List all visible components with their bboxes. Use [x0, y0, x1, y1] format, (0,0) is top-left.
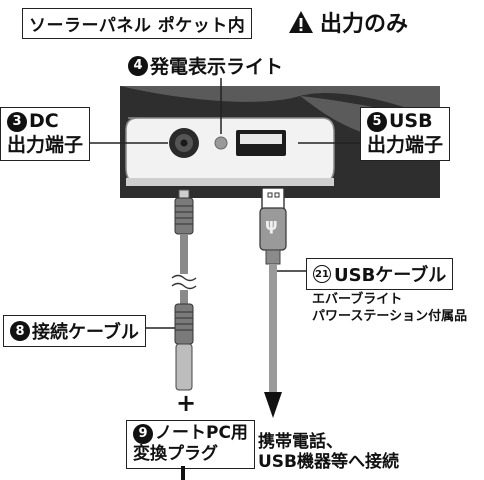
number-badge: 5	[367, 111, 387, 132]
number-badge: 9	[133, 423, 153, 444]
dc-jack	[169, 128, 199, 158]
arrow-down-icon	[181, 466, 185, 480]
connect-cable-text: 接続ケーブル	[32, 322, 139, 343]
dc-label-line2: 出力端子	[7, 133, 84, 156]
usb-cable-note: エバーブライト パワーステーション付属品	[312, 292, 467, 326]
pocket-location-label: ソーラーパネル ポケット内	[22, 8, 253, 39]
plug-label-line1: ノートPC用	[155, 423, 248, 443]
usb-port	[236, 130, 286, 156]
usb-cable-note-line2: パワーステーション付属品	[312, 308, 468, 324]
usb-symbol-icon: ψ	[265, 215, 278, 234]
number-badge: 4	[128, 55, 148, 76]
usb-cable-label: 21 USBケーブル	[306, 258, 454, 290]
warning-group: 出力のみ	[288, 6, 408, 38]
usb-label-line2: 出力端子	[367, 133, 444, 156]
warning-text: 出力のみ	[320, 12, 409, 37]
number-badge: 21	[313, 265, 331, 283]
led-label: 発電表示ライト	[150, 56, 284, 78]
usb-cable	[259, 187, 287, 418]
led-light	[214, 136, 228, 150]
arrow-down-icon	[264, 392, 282, 418]
connect-cable-label: 8 接続ケーブル	[3, 315, 146, 347]
number-badge: 8	[10, 321, 30, 341]
dc-label-line1: DC	[29, 110, 59, 132]
destination-line1: 携帯電話、	[258, 432, 343, 452]
warning-icon	[289, 11, 313, 33]
dc-cable	[171, 189, 197, 391]
number-badge: 3	[7, 111, 27, 132]
destination-line2: USB機器等へ接続	[258, 452, 400, 473]
destination-text: 携帯電話、 USB機器等へ接続	[258, 432, 399, 473]
plug-label-line2: 変換プラグ	[133, 444, 218, 465]
usb-cable-text: USBケーブル	[334, 265, 447, 286]
led-callout: 4 発電表示ライト	[128, 52, 283, 79]
usb-label-line1: USB	[389, 110, 433, 132]
usb-cable-note-line1: エバーブライト	[312, 292, 403, 307]
plus-sign: +	[176, 389, 197, 417]
